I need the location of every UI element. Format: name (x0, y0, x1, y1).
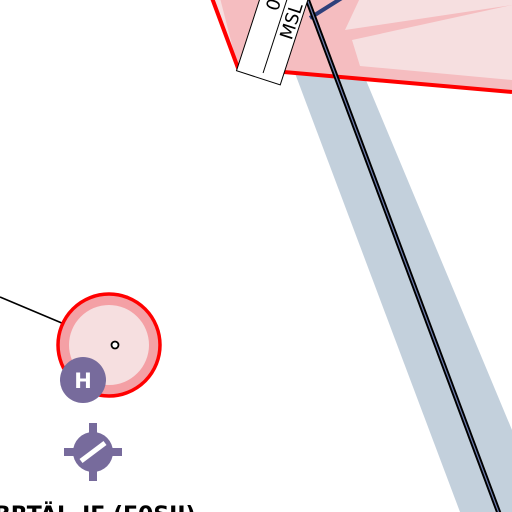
airspace-altitude-label[interactable]: 05 MSL (235, 0, 313, 86)
runway-mark (79, 441, 107, 463)
airport-icon[interactable] (64, 423, 122, 481)
airway-corridor (290, 30, 512, 512)
reporting-point-icon[interactable] (110, 340, 120, 350)
airspace-top-value: 05 (262, 0, 289, 14)
heliport-icon[interactable]: H (60, 357, 106, 403)
heliport-letter: H (74, 369, 92, 393)
airport-name-label: BRTÄL_IF (F0SII) (0, 502, 196, 512)
restricted-airspace-inner-fill (352, 5, 512, 80)
route-connector (308, 0, 343, 20)
route-line[interactable] (304, 0, 502, 512)
label-divider (262, 0, 292, 74)
